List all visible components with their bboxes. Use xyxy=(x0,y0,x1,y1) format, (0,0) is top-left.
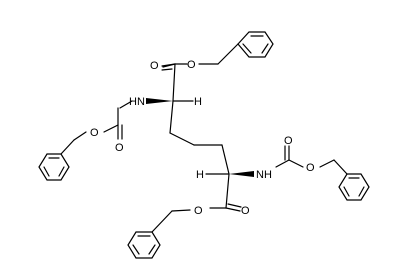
bond-o-ch2-bottom xyxy=(171,209,191,212)
bond-c-o-carbamate-top xyxy=(103,124,119,133)
bond-n-c-carbamate-bottom xyxy=(275,159,290,168)
atom-o-ester-carbonyl-top: O xyxy=(150,60,159,72)
bond-alpha-chain-top xyxy=(169,100,174,134)
bond-chain-1 xyxy=(169,132,195,146)
bond-n-top-wedge-tip xyxy=(119,100,133,109)
bond-ch2-ring-left xyxy=(60,139,75,155)
atom-o-carbamate-carbonyl-bottom: O xyxy=(284,135,293,147)
bond-carbonyl-o-double xyxy=(161,63,176,67)
atom-o-carbamate-top: O xyxy=(90,127,99,139)
bond-ch2-ring-top xyxy=(217,43,239,65)
benzyl-ring-right xyxy=(338,173,370,201)
atom-o-ester-carbonyl-bottom: O xyxy=(241,205,250,217)
benzyl-ring-left xyxy=(38,153,70,181)
wedge-alpha-n-top xyxy=(146,98,173,104)
atom-o-ester-bottom: O xyxy=(194,205,203,217)
bond-carbonyl-o-double-b xyxy=(161,68,173,71)
atom-h-top: H xyxy=(194,96,202,108)
bond-ch2-ring-right xyxy=(333,159,348,175)
bond-ch2-ring-bottom xyxy=(151,210,173,233)
atom-o-carbamate-bottom: O xyxy=(306,162,315,174)
benzyl-ring-bottom-left xyxy=(127,231,161,259)
atom-h-bottom: H xyxy=(196,169,204,181)
bond-c=o-bottom-a xyxy=(225,207,241,212)
wedge-alpha-n-bottom xyxy=(229,171,254,177)
benzyl-ring-top-right xyxy=(237,31,274,58)
atom-nh-bottom: NH xyxy=(256,169,272,181)
atom-o-ester-top: O xyxy=(187,59,196,71)
bond-o-ch2-carbamate-top xyxy=(73,131,87,141)
bond-o-ch2-carbamate-bottom xyxy=(319,159,335,168)
bond-c-o-carbamate-bottom xyxy=(288,159,304,168)
atom-nh-top: HN xyxy=(129,96,145,108)
bond-chain-3 xyxy=(221,144,230,175)
bond-c=o-bottom-b xyxy=(227,203,242,208)
bond-alpha-carbonyl-top xyxy=(172,63,176,102)
bond-alpha-carbonyl-bottom xyxy=(225,173,230,209)
atom-o-carbamate-carbonyl-top: O xyxy=(115,142,124,154)
